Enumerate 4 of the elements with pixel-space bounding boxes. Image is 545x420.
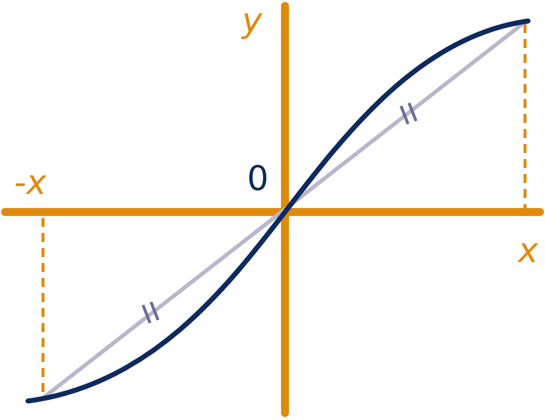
axis-label: x (518, 232, 538, 270)
axis-label: y (242, 2, 262, 40)
origin-label: 0 (247, 160, 269, 198)
axis-label: -x (14, 164, 46, 202)
